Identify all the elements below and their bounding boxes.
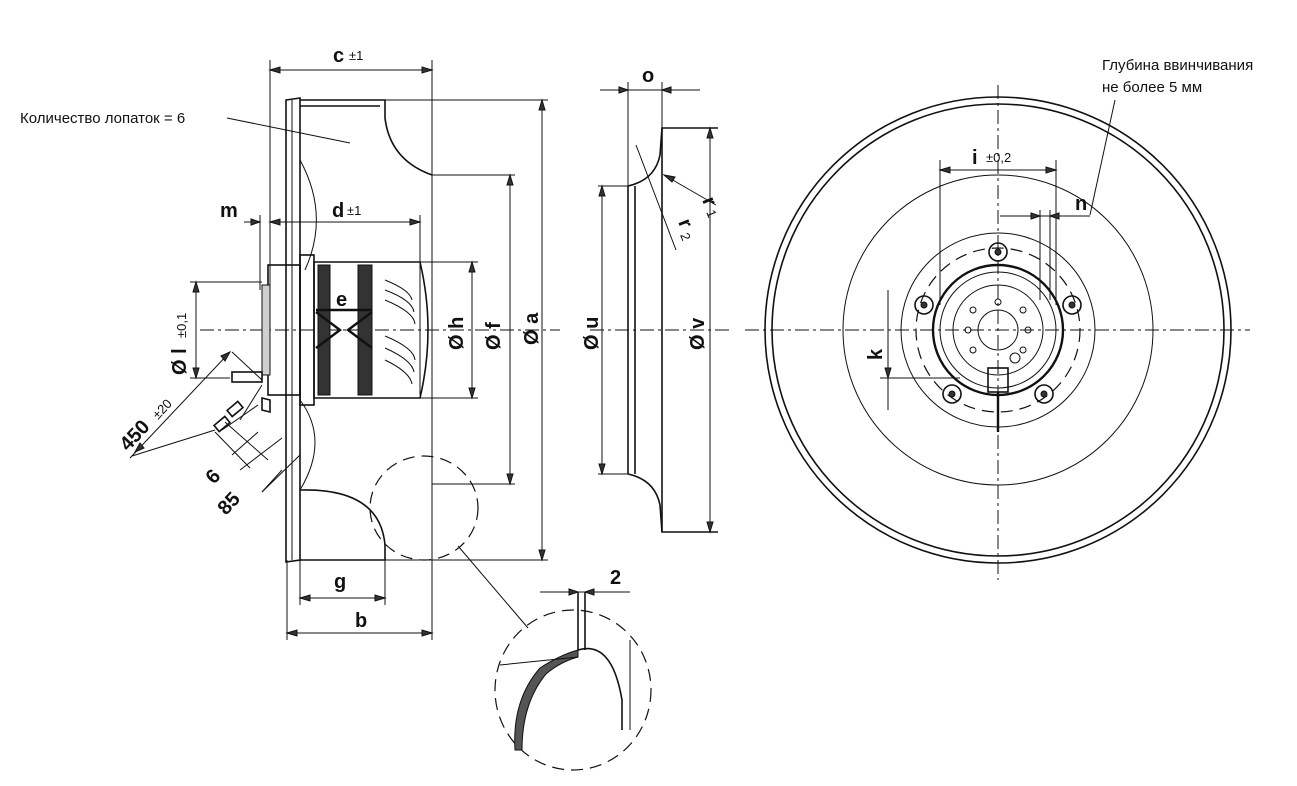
dim-i-label: i: [972, 147, 978, 169]
screw-depth-note-line1: Глубина ввинчивания: [1102, 57, 1253, 74]
dim-85-label: 85: [214, 488, 245, 519]
blade-count-note: Количество лопаток = 6: [20, 110, 185, 127]
dim-i-tolerance: ±0,2: [986, 150, 1011, 165]
dim-450-tolerance: ±20: [149, 396, 175, 422]
dim-k-label: k: [865, 348, 887, 360]
dim-d-label: d: [332, 200, 344, 222]
dim-c-tolerance: ±1: [349, 48, 363, 63]
front-view: i ±0,2 n k Глубина ввинчивания не более …: [745, 57, 1253, 580]
dim-e-label: e: [336, 289, 347, 311]
dim-c-label: c: [333, 45, 344, 67]
dim-l-tolerance: ±0,1: [174, 313, 189, 338]
dim-f-label: Ø f: [483, 322, 505, 350]
dim-450-label: 450: [116, 416, 155, 455]
dim-h-label: Ø h: [446, 317, 468, 350]
mounting-holes: [914, 242, 1082, 404]
dim-d-tolerance: ±1: [347, 203, 361, 218]
dim-2-label: 2: [610, 567, 621, 589]
dim-o-label: o: [642, 65, 654, 87]
dim-6-label: 6: [202, 465, 226, 488]
dim-v-label: Ø v: [687, 317, 709, 350]
dim-n-label: n: [1075, 193, 1087, 215]
dim-g-label: g: [334, 571, 346, 593]
side-view: c ±1 d ±1 m e Ø l ±0,1 Ø h Ø f: [20, 45, 560, 640]
dim-r1-subscript: 1: [703, 208, 720, 220]
detail-view: 2: [494, 567, 652, 771]
dim-r2-subscript: 2: [677, 231, 694, 243]
dim-r2-label: r: [673, 216, 696, 232]
dim-a-label: Ø a: [521, 312, 543, 345]
dim-l-label: Ø l: [169, 348, 191, 375]
dim-b-label: b: [355, 610, 367, 632]
screw-depth-note-line2: не более 5 мм: [1102, 79, 1202, 96]
dim-m-label: m: [220, 200, 238, 222]
section-view: o Ø u Ø v r 1 r 2: [581, 65, 730, 534]
dim-u-label: Ø u: [581, 317, 603, 350]
